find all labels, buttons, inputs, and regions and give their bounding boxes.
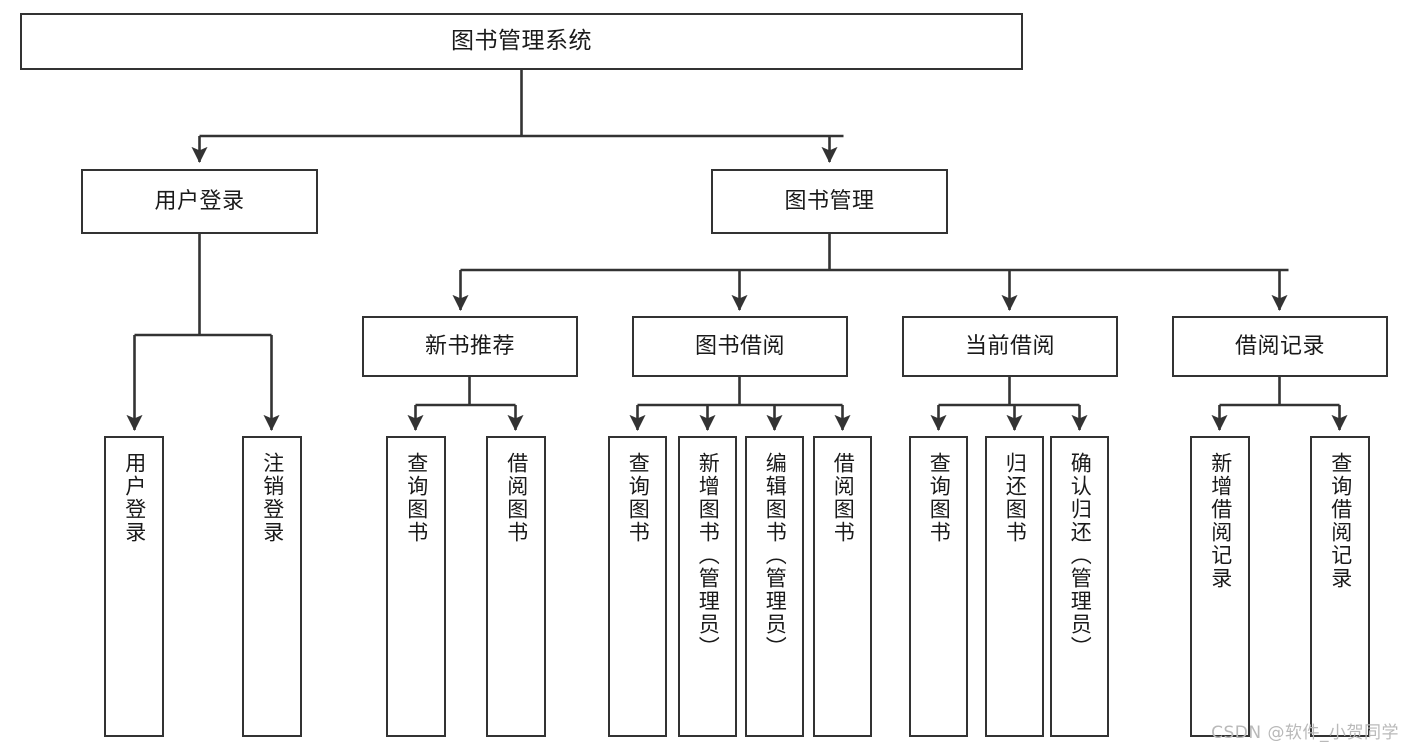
node-leaf-query-book-3[interactable]: 查询图书: [909, 436, 968, 737]
node-leaf-confirm-return[interactable]: 确认归还（管理员）: [1050, 436, 1109, 737]
node-leaf-borrow-book-2[interactable]: 借阅图书: [813, 436, 872, 737]
node-leaf-query-book-2-label: 查询图书: [626, 452, 651, 544]
node-book-borrow-label: 图书借阅: [694, 333, 785, 359]
node-leaf-return-book[interactable]: 归还图书: [985, 436, 1044, 737]
node-root[interactable]: 图书管理系统: [20, 13, 1023, 70]
node-leaf-query-book-1-label: 查询图书: [404, 452, 429, 544]
node-leaf-edit-book-label: 编辑图书（管理员）: [763, 452, 788, 659]
node-leaf-return-book-label: 归还图书: [1003, 452, 1028, 544]
node-leaf-add-record[interactable]: 新增借阅记录: [1190, 436, 1250, 737]
node-leaf-query-record[interactable]: 查询借阅记录: [1310, 436, 1370, 737]
node-leaf-borrow-book-1-label: 借阅图书: [504, 452, 529, 544]
node-leaf-add-book[interactable]: 新增图书（管理员）: [678, 436, 737, 737]
watermark-text: CSDN @软件_小贺同学: [1211, 723, 1399, 743]
node-leaf-edit-book[interactable]: 编辑图书（管理员）: [745, 436, 804, 737]
node-leaf-borrow-book-1[interactable]: 借阅图书: [486, 436, 546, 737]
node-current-borrow-label: 当前借阅: [964, 333, 1055, 359]
node-leaf-user-logout-label: 注销登录: [260, 452, 285, 544]
node-book-manage-label: 图书管理: [784, 188, 875, 214]
node-leaf-query-record-label: 查询借阅记录: [1328, 452, 1353, 590]
node-user-login[interactable]: 用户登录: [81, 169, 318, 234]
node-new-book-recommend-label: 新书推荐: [424, 333, 515, 359]
node-leaf-add-record-label: 新增借阅记录: [1208, 452, 1233, 590]
node-root-label: 图书管理系统: [451, 27, 592, 54]
node-book-borrow[interactable]: 图书借阅: [632, 316, 848, 377]
node-new-book-recommend[interactable]: 新书推荐: [362, 316, 578, 377]
node-leaf-user-login-label: 用户登录: [122, 452, 147, 544]
node-leaf-borrow-book-2-label: 借阅图书: [831, 452, 856, 544]
node-borrow-record[interactable]: 借阅记录: [1172, 316, 1388, 377]
node-leaf-query-book-1[interactable]: 查询图书: [386, 436, 446, 737]
node-leaf-query-book-2[interactable]: 查询图书: [608, 436, 667, 737]
node-leaf-query-book-3-label: 查询图书: [927, 452, 952, 544]
node-borrow-record-label: 借阅记录: [1234, 333, 1325, 359]
node-current-borrow[interactable]: 当前借阅: [902, 316, 1118, 377]
node-leaf-add-book-label: 新增图书（管理员）: [696, 452, 721, 659]
node-leaf-user-login[interactable]: 用户登录: [104, 436, 164, 737]
node-leaf-confirm-return-label: 确认归还（管理员）: [1068, 452, 1093, 659]
node-user-login-label: 用户登录: [154, 188, 245, 214]
node-leaf-user-logout[interactable]: 注销登录: [242, 436, 302, 737]
node-book-manage[interactable]: 图书管理: [711, 169, 948, 234]
